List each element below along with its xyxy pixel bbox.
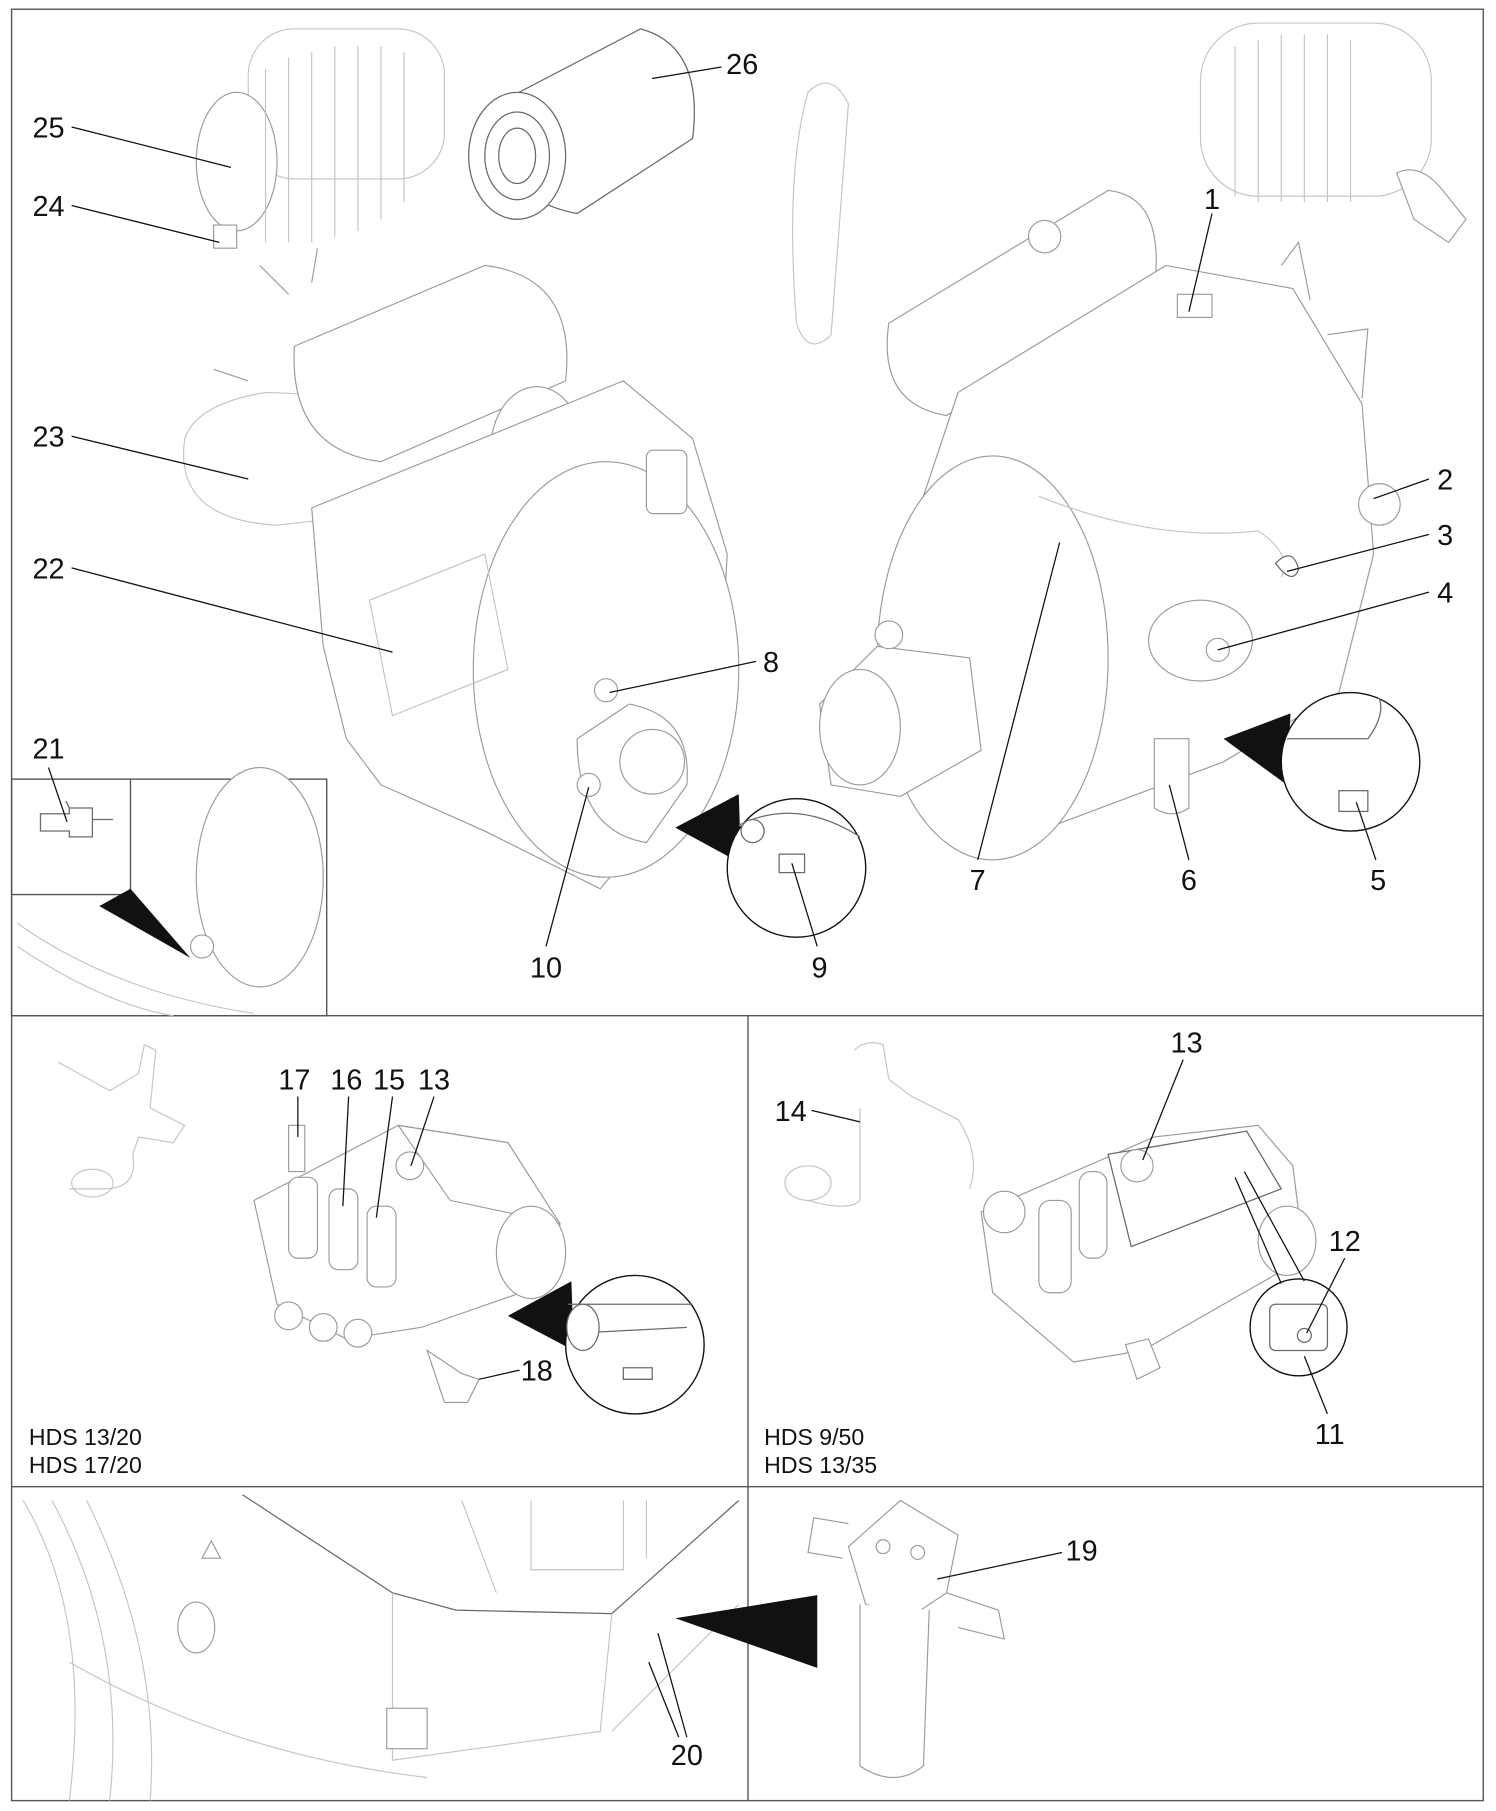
- engine-right: [792, 82, 1401, 861]
- callout-3: 3: [1437, 520, 1453, 552]
- callout-2: 2: [1437, 464, 1453, 496]
- model-label: HDS 9/50: [764, 1424, 864, 1450]
- callout-16: 16: [330, 1065, 362, 1097]
- callout-13: 13: [1171, 1028, 1203, 1060]
- callout-8: 8: [763, 647, 779, 679]
- inset-fuel-filter: [17, 766, 324, 1017]
- callout-11: 11: [1315, 1419, 1345, 1451]
- callout-21: 21: [32, 733, 64, 765]
- water-filter: [807, 1499, 1005, 1778]
- callout-20: 20: [671, 1740, 703, 1772]
- pump-hds-13-20: [57, 1043, 705, 1415]
- machine-housing: [22, 1494, 818, 1801]
- model-label: HDS 13/35: [764, 1452, 877, 1478]
- callout-17: 17: [278, 1065, 310, 1097]
- model-list-left: HDS 13/20 HDS 17/20: [29, 1424, 142, 1478]
- callout-26: 26: [726, 49, 758, 81]
- callout-25: 25: [32, 112, 64, 144]
- detail-callout-9: [675, 794, 867, 938]
- air-filter-left: [195, 28, 446, 249]
- callout-5: 5: [1370, 865, 1386, 897]
- pump-hds-9-50: [784, 1042, 1348, 1381]
- callout-14: 14: [775, 1096, 807, 1128]
- callout-10: 10: [530, 953, 562, 985]
- callout-19: 19: [1066, 1536, 1098, 1568]
- callout-24: 24: [32, 191, 64, 223]
- callout-9: 9: [812, 953, 828, 985]
- callout-22: 22: [32, 553, 64, 585]
- air-filter-right: [1199, 22, 1467, 244]
- panel-frames: [10, 8, 1484, 1802]
- model-label: HDS 17/20: [29, 1452, 142, 1478]
- detail-callout-5: [1223, 691, 1421, 832]
- callout-4: 4: [1437, 578, 1453, 610]
- model-label: HDS 13/20: [29, 1424, 142, 1450]
- leader-lines: [47, 66, 1430, 1738]
- callout-6: 6: [1181, 865, 1197, 897]
- callout-18: 18: [521, 1355, 553, 1387]
- callout-23: 23: [32, 422, 64, 454]
- callout-7: 7: [970, 865, 986, 897]
- callout-12: 12: [1329, 1226, 1361, 1258]
- filter-cartridge: [468, 28, 696, 220]
- model-list-right: HDS 9/50 HDS 13/35: [764, 1424, 877, 1478]
- engine-left: [183, 248, 740, 890]
- callout-15: 15: [373, 1065, 405, 1097]
- callout-1: 1: [1204, 184, 1220, 216]
- callout-labels: 26 25 24 23 22 21 1 2 3 4 8 5 6 7 10 9 1…: [32, 49, 1453, 1772]
- callout-13: 13: [418, 1065, 450, 1097]
